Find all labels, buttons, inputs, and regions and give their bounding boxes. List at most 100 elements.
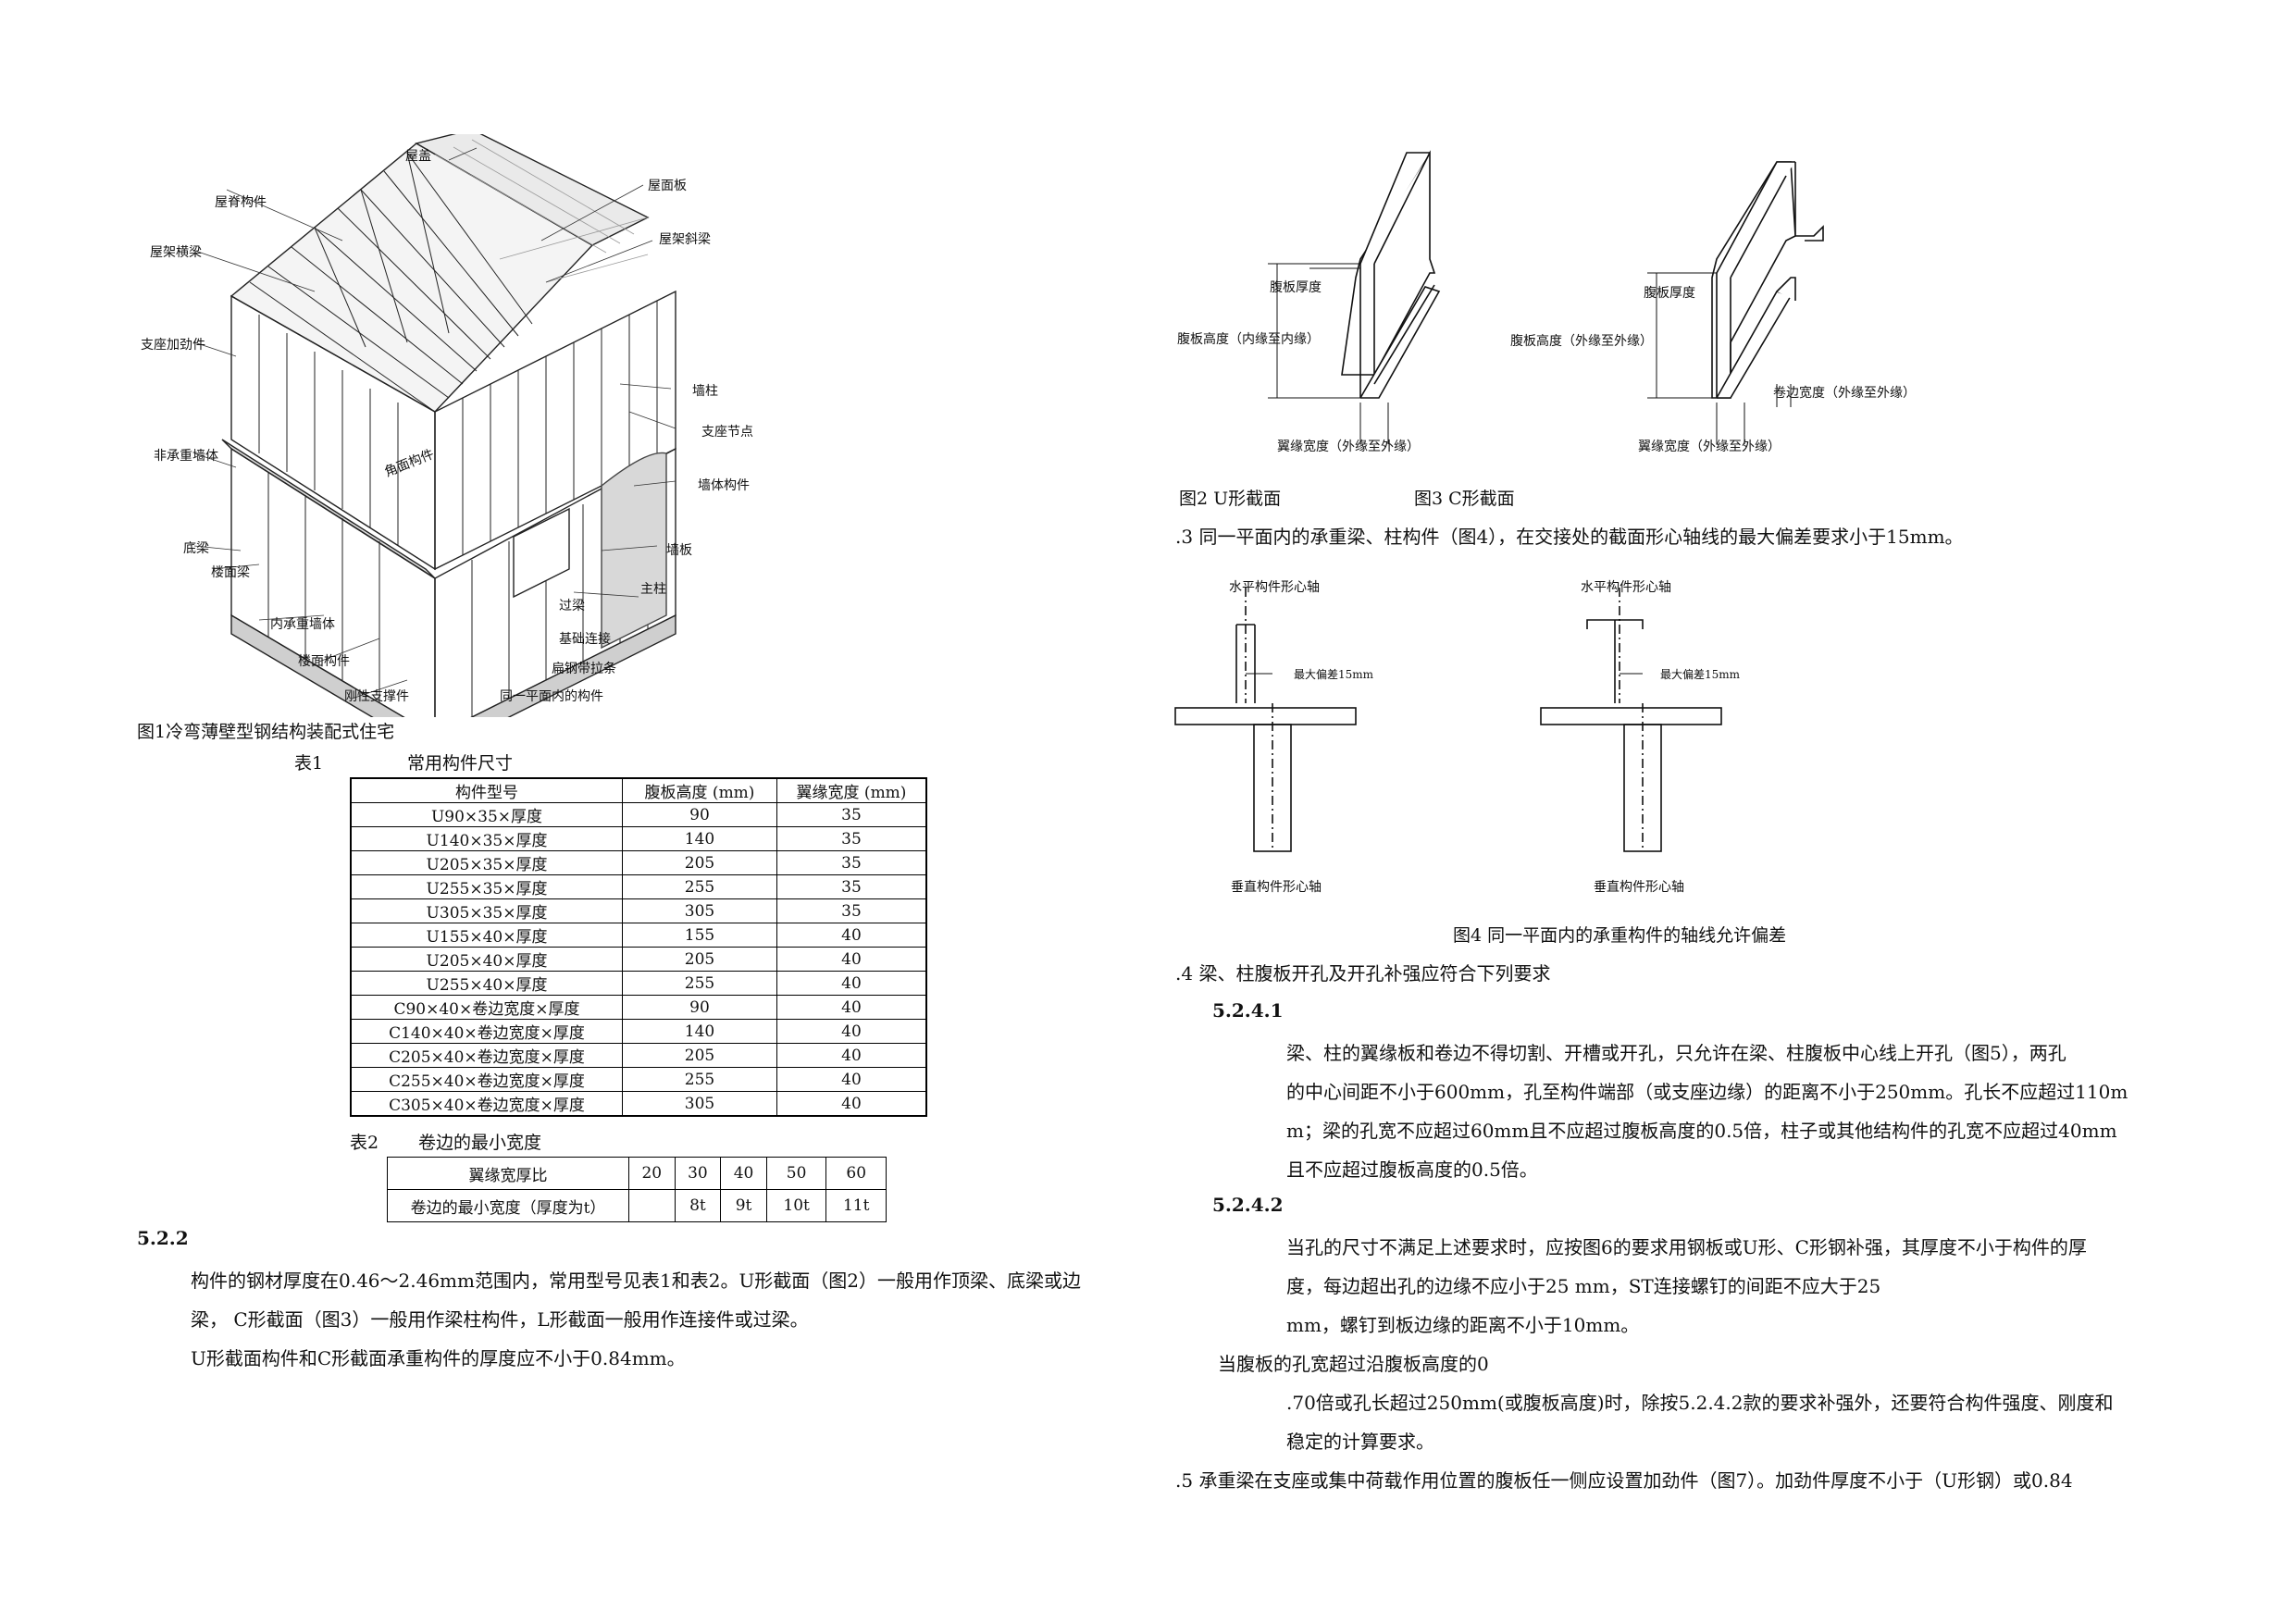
paragraph-line: 梁、柱的翼缘板和卷边不得切割、开槽或开孔，只允许在梁、柱腹板中心线上开孔（图5）… bbox=[1286, 1042, 2066, 1064]
fig1-caption: 图1冷弯薄壁型钢结构装配式住宅 bbox=[137, 722, 395, 742]
fig1-label: 屋架斜梁 bbox=[659, 232, 711, 247]
table-cell: 翼缘宽厚比 bbox=[387, 1157, 629, 1190]
fig1-label: 屋盖 bbox=[405, 149, 431, 164]
fig1-label: 支座节点 bbox=[701, 425, 753, 440]
fig3-web-height-label: 腹板高度（外缘至外缘） bbox=[1510, 334, 1653, 349]
table-cell: 40 bbox=[776, 995, 927, 1020]
paragraph-line: .70倍或孔长超过250mm(或腹板高度)时，除按5.2.4.2款的要求补强外，… bbox=[1286, 1392, 2114, 1414]
table-cell: 11t bbox=[825, 1189, 887, 1222]
item-5-text: .5 承重梁在支座或集中荷载作用位置的腹板任一侧应设置加劲件（图7）。加劲件厚度… bbox=[1175, 1469, 2073, 1492]
table-cell: U255×35×厚度 bbox=[350, 874, 623, 899]
fig2-web-thickness-label: 腹板厚度 bbox=[1270, 280, 1322, 295]
table-cell: 205 bbox=[622, 1043, 777, 1068]
fig4-caption: 图4 同一平面内的承重构件的轴线允许偏差 bbox=[1453, 925, 1787, 946]
table-cell: 60 bbox=[825, 1157, 887, 1190]
table-cell: U305×35×厚度 bbox=[350, 898, 623, 923]
table-cell: 255 bbox=[622, 874, 777, 899]
fig1-label: 主柱 bbox=[640, 582, 666, 597]
fig1-label: 墙体构件 bbox=[698, 478, 750, 493]
table-cell: C305×40×卷边宽度×厚度 bbox=[350, 1091, 623, 1117]
fig4-right-h-axis-label: 水平构件形心轴 bbox=[1581, 580, 1671, 595]
column-header: 构件型号 bbox=[350, 777, 623, 803]
u-section-figure bbox=[1268, 150, 1441, 444]
table-cell: C140×40×卷边宽度×厚度 bbox=[350, 1019, 623, 1044]
table-cell: 90 bbox=[622, 995, 777, 1020]
paragraph-line: U形截面构件和C形截面承重构件的厚度应不小于0.84mm。 bbox=[191, 1347, 686, 1369]
table2-title: 卷边的最小宽度 bbox=[418, 1133, 542, 1153]
fig1-label: 屋架横梁 bbox=[150, 245, 202, 260]
paragraph-line: 构件的钢材厚度在0.46～2.46mm范围内，常用型号见表1和表2。U形截面（图… bbox=[191, 1270, 1082, 1292]
table-cell: 20 bbox=[628, 1157, 676, 1190]
fig1-label: 墙柱 bbox=[692, 384, 718, 399]
house-frame-figure bbox=[192, 134, 676, 717]
min-lip-width-table: 翼缘宽厚比 20 30 40 50 60 卷边的最小宽度（厚度为t） 8t 9t… bbox=[387, 1157, 887, 1222]
table-cell: C255×40×卷边宽度×厚度 bbox=[350, 1067, 623, 1092]
table-row: 卷边的最小宽度（厚度为t） 8t 9t 10t 11t bbox=[387, 1189, 887, 1222]
table1-label: 表1 bbox=[294, 753, 324, 774]
table-cell: 205 bbox=[622, 947, 777, 972]
fig3-flange-width-label: 翼缘宽度（外缘至外缘） bbox=[1638, 440, 1781, 454]
table-cell: 40 bbox=[720, 1157, 767, 1190]
table-header-row: 构件型号 腹板高度 (mm) 翼缘宽度 (mm) bbox=[350, 777, 927, 803]
section-heading-5-2-2: 5.2.2 bbox=[137, 1227, 189, 1249]
table1-title: 常用构件尺寸 bbox=[407, 753, 514, 774]
table-cell: 40 bbox=[776, 971, 927, 996]
fig1-label: 扁钢带拉条 bbox=[552, 662, 616, 676]
fig4-left-h-axis-label: 水平构件形心轴 bbox=[1229, 580, 1320, 595]
fig3-caption: 图3 C形截面 bbox=[1414, 489, 1515, 509]
table-cell: 90 bbox=[622, 802, 777, 827]
table-cell: C205×40×卷边宽度×厚度 bbox=[350, 1043, 623, 1068]
table-cell: U205×40×厚度 bbox=[350, 947, 623, 972]
item-3-text: .3 同一平面内的承重梁、柱构件（图4），在交接处的截面形心轴线的最大偏差要求小… bbox=[1175, 526, 1964, 548]
table-cell: U90×35×厚度 bbox=[350, 802, 623, 827]
section-heading-5-2-4-2: 5.2.4.2 bbox=[1212, 1194, 1284, 1216]
table-cell: 35 bbox=[776, 826, 927, 851]
column-header: 腹板高度 (mm) bbox=[622, 777, 777, 803]
fig1-label: 刚性支撑件 bbox=[344, 689, 409, 704]
table-cell: U255×40×厚度 bbox=[350, 971, 623, 996]
table-cell bbox=[628, 1189, 676, 1222]
table-cell: 140 bbox=[622, 1019, 777, 1044]
fig1-label: 屋面板 bbox=[648, 179, 687, 193]
fig2-caption: 图2 U形截面 bbox=[1179, 489, 1282, 509]
fig1-label: 墙板 bbox=[666, 543, 692, 558]
fig4-right-v-axis-label: 垂直构件形心轴 bbox=[1594, 880, 1684, 895]
paragraph-line: 当腹板的孔宽超过沿腹板高度的0 bbox=[1218, 1353, 1489, 1375]
table2-label: 表2 bbox=[350, 1133, 379, 1153]
fig1-label: 底梁 bbox=[183, 541, 209, 556]
table-cell: 35 bbox=[776, 802, 927, 827]
section-heading-5-2-4-1: 5.2.4.1 bbox=[1212, 999, 1284, 1022]
table-cell: U140×35×厚度 bbox=[350, 826, 623, 851]
fig1-label: 过梁 bbox=[559, 599, 585, 613]
table-cell: C90×40×卷边宽度×厚度 bbox=[350, 995, 623, 1020]
fig1-label: 支座加劲件 bbox=[141, 338, 205, 353]
paragraph-line: 的中心间距不小于600mm，孔至构件端部（或支座边缘）的距离不小于250mm。孔… bbox=[1286, 1081, 2128, 1103]
paragraph-line: 且不应超过腹板高度的0.5倍。 bbox=[1286, 1158, 1538, 1181]
table-cell: 205 bbox=[622, 850, 777, 875]
table-cell: 255 bbox=[622, 971, 777, 996]
paragraph-line: mm，螺钉到板边缘的距离不小于10mm。 bbox=[1286, 1314, 1640, 1336]
table-cell: 40 bbox=[776, 947, 927, 972]
paragraph-line: 当孔的尺寸不满足上述要求时，应按图6的要求用钢板或U形、C形钢补强，其厚度不小于… bbox=[1286, 1236, 2087, 1258]
fig1-label: 屋脊构件 bbox=[215, 195, 267, 210]
table-cell: 8t bbox=[674, 1189, 722, 1222]
table-row: 翼缘宽厚比 20 30 40 50 60 bbox=[387, 1157, 887, 1190]
fig1-label: 楼面梁 bbox=[211, 565, 250, 580]
paragraph-line: m；梁的孔宽不应超过60mm且不应超过腹板高度的0.5倍，柱子或其他结构件的孔宽… bbox=[1286, 1120, 2117, 1142]
item-4-text: .4 梁、柱腹板开孔及开孔补强应符合下列要求 bbox=[1175, 962, 1551, 985]
axis-deviation-figure bbox=[1174, 588, 1722, 852]
fig4-left-max-dev-label: 最大偏差15mm bbox=[1294, 668, 1374, 681]
table-cell: 40 bbox=[776, 923, 927, 948]
